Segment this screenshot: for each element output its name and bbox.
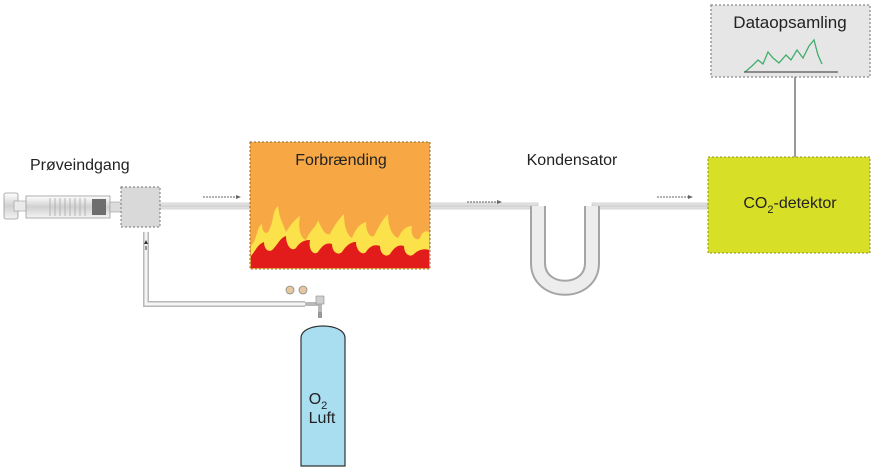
co2-detector: CO2-detektor <box>707 156 871 254</box>
valve-icon <box>120 186 161 228</box>
signal-trace-icon <box>744 38 823 73</box>
gas-cylinder-icon: O2 Luft <box>285 285 346 467</box>
sample-inlet-label: Prøveindgang <box>30 157 130 174</box>
detector-label: CO2-detektor <box>743 195 837 216</box>
gas-tubes <box>159 195 709 210</box>
u-tube-icon <box>530 206 600 296</box>
data-acquisition-box: Dataopsamling <box>710 4 871 78</box>
data-acquisition-label: Dataopsamling <box>733 13 846 32</box>
condenser-label: Kondensator <box>527 152 618 169</box>
combustion-chamber: Forbrænding <box>249 141 431 270</box>
combustion-label: Forbrænding <box>295 152 387 169</box>
syringe-icon <box>3 192 123 220</box>
cylinder-air-label: Luft <box>309 410 336 427</box>
cylinder-gas-label: O2 <box>309 391 328 412</box>
